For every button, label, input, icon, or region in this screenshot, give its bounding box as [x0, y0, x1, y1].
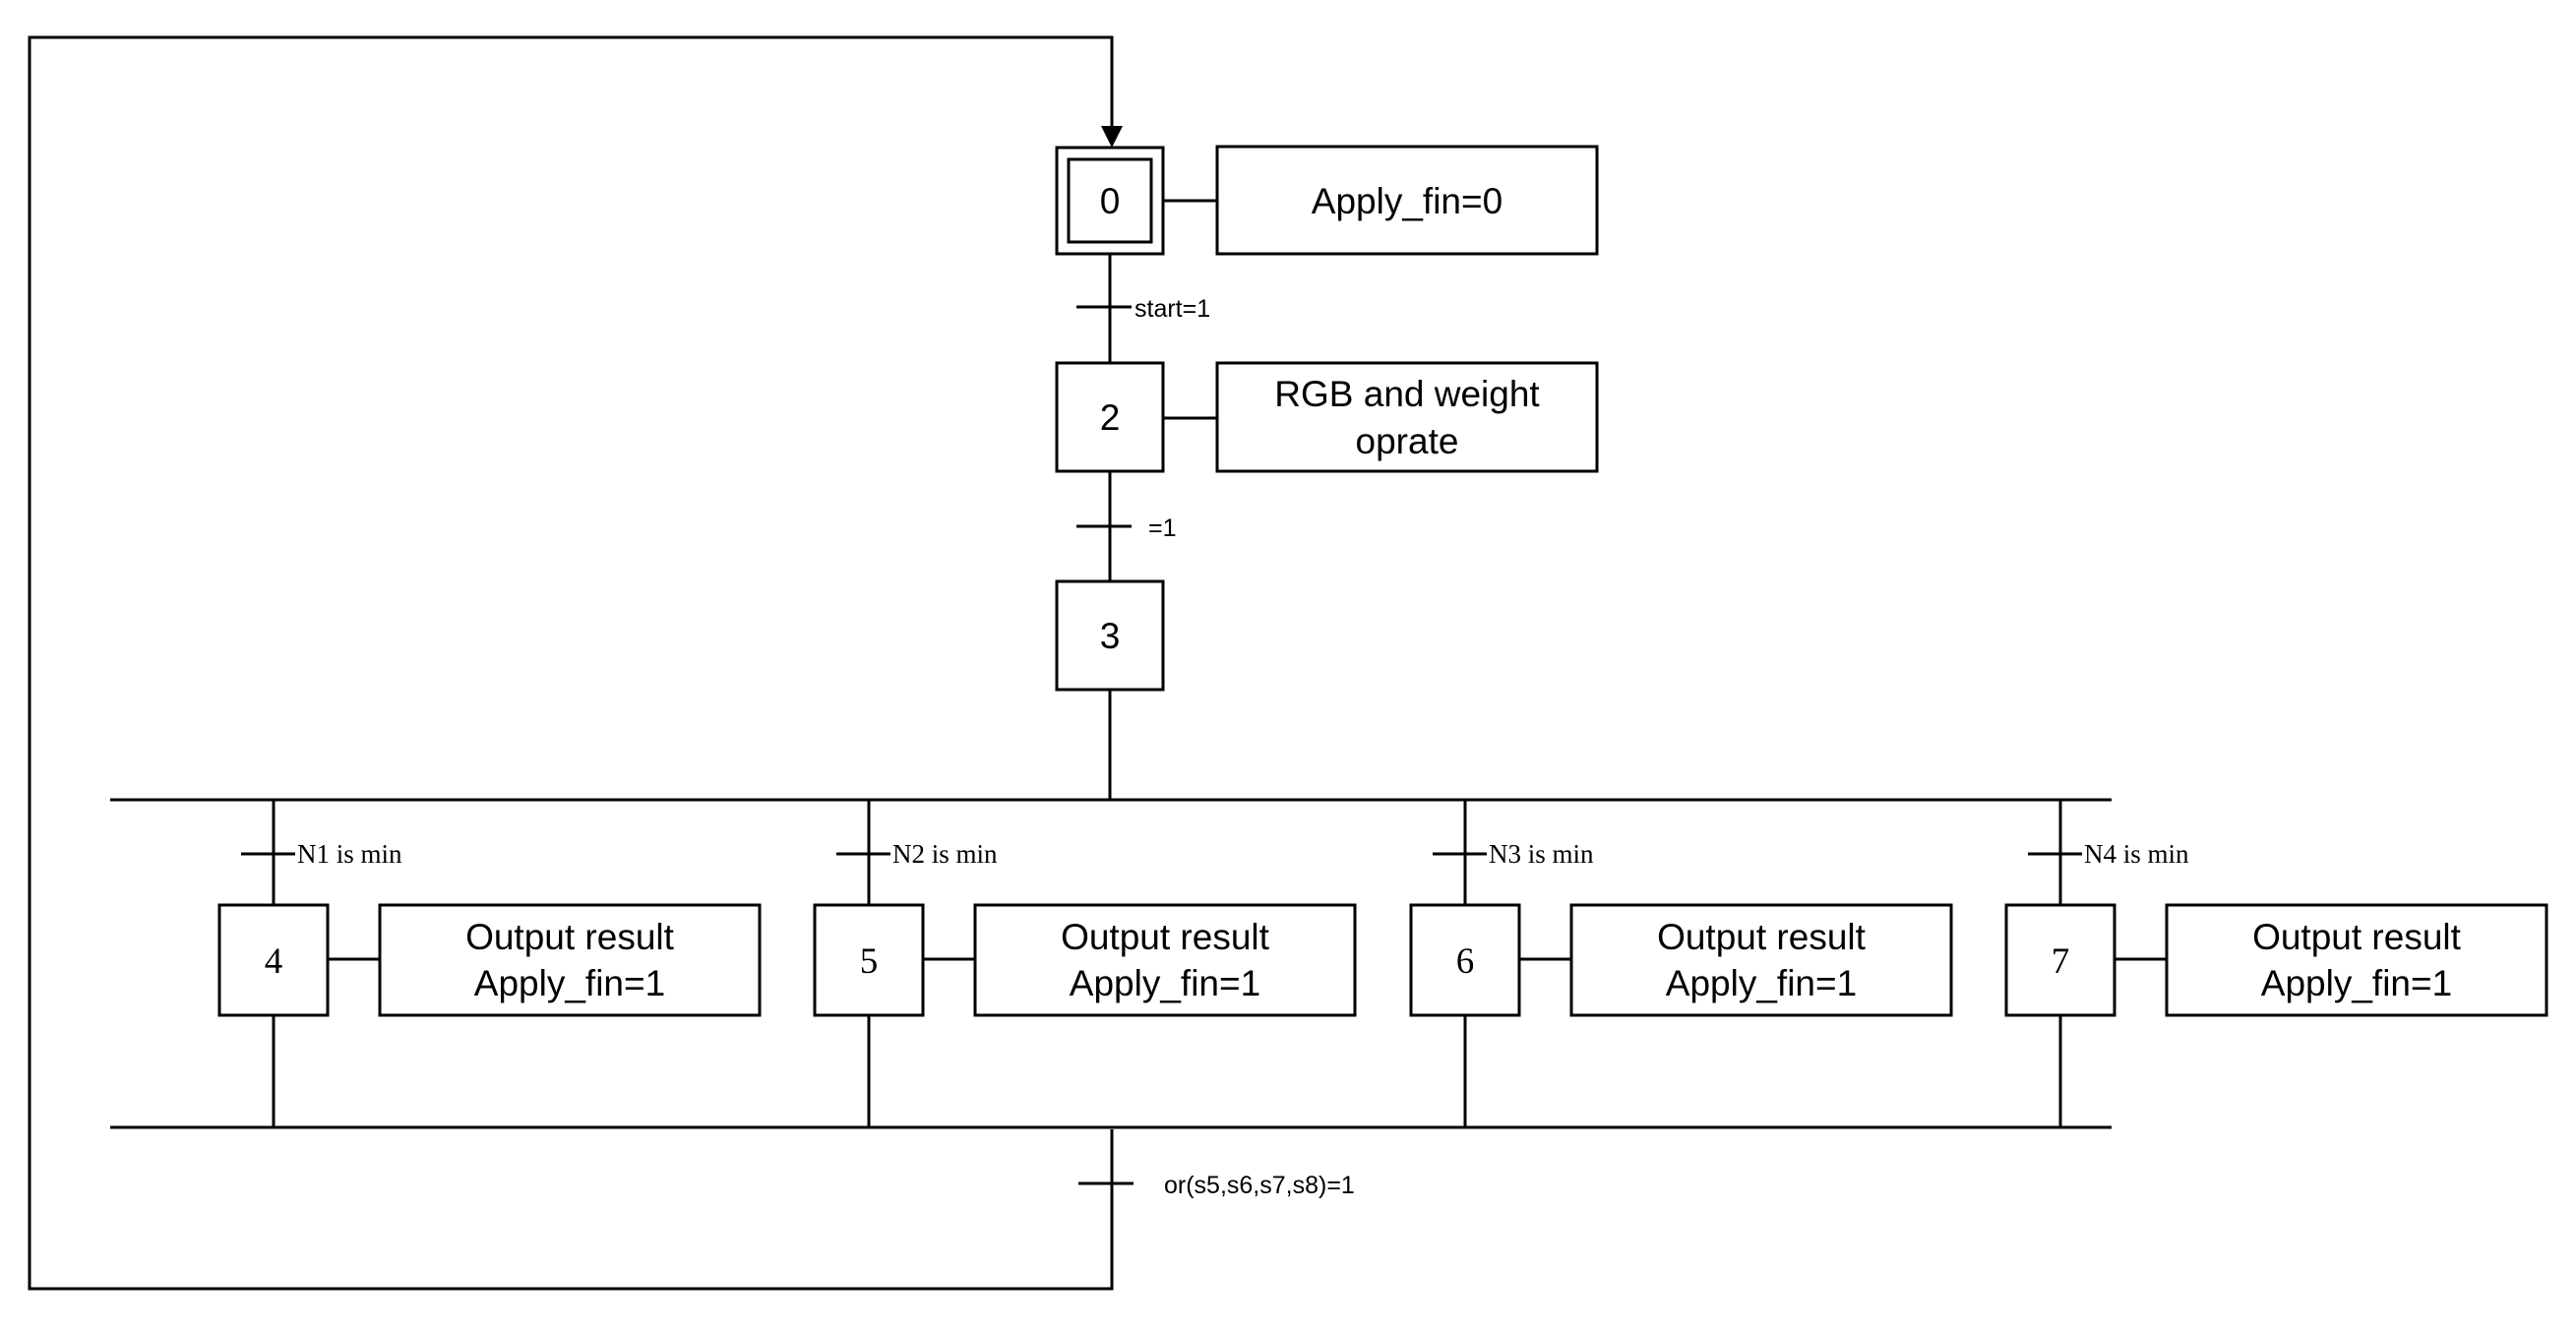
action-5-line1: Output result	[1061, 917, 1270, 957]
step-6	[1409, 903, 1521, 1017]
action-2-line1: RGB and weight	[1274, 374, 1540, 414]
transition-2-3-label: =1	[1148, 514, 1177, 542]
step-0-label: 0	[1100, 181, 1121, 221]
action-5	[973, 903, 1357, 1017]
step-0-initial: 0	[1055, 146, 1165, 256]
action-0: Apply_fin=0	[1215, 145, 1599, 256]
transition-n4-label: N4 is min	[2084, 839, 2189, 869]
step-7-label: 7	[2052, 941, 2070, 982]
step-5	[813, 903, 925, 1017]
action-6	[1569, 903, 1953, 1017]
step-2: 2	[1055, 361, 1165, 473]
step-4-label: 4	[265, 941, 283, 982]
step-2-label: 2	[1100, 397, 1121, 438]
transition-n2-label: N2 is min	[892, 839, 998, 869]
action-2: RGB and weight oprate	[1215, 361, 1599, 473]
action-5-line2: Apply_fin=1	[1070, 963, 1260, 1003]
action-7	[2165, 903, 2548, 1017]
action-0-text: Apply_fin=0	[1312, 181, 1503, 221]
action-4	[378, 903, 762, 1017]
action-4-line2: Apply_fin=1	[474, 963, 665, 1003]
transition-n1-label: N1 is min	[297, 839, 402, 869]
transition-return-label: or(s5,s6,s7,s8)=1	[1164, 1172, 1355, 1199]
action-6-line1: Output result	[1657, 917, 1867, 957]
step-3: 3	[1055, 579, 1165, 692]
branch-n3: N3 is min 6 Output result Apply_fin=1	[1409, 800, 1953, 1127]
branch-n4: N4 is min 7 Output result Apply_fin=1	[2004, 800, 2548, 1127]
branch-n2: N2 is min 5 Output result Apply_fin=1	[813, 800, 1357, 1127]
branch-n1: N1 is min 4 Output result Apply_fin=1	[217, 800, 762, 1127]
action-7-line1: Output result	[2252, 917, 2462, 957]
action-4-line1: Output result	[465, 917, 675, 957]
transition-start-label: start=1	[1135, 295, 1210, 323]
action-2-line2: oprate	[1356, 421, 1459, 461]
action-6-line2: Apply_fin=1	[1666, 963, 1857, 1003]
step-4	[217, 903, 330, 1017]
action-7-line2: Apply_fin=1	[2261, 963, 2452, 1003]
entry-arrow-icon	[1101, 126, 1123, 148]
step-6-label: 6	[1456, 941, 1475, 982]
transition-n3-label: N3 is min	[1489, 839, 1594, 869]
return-loop	[28, 35, 1123, 1291]
step-3-label: 3	[1100, 616, 1121, 656]
step-5-label: 5	[860, 941, 879, 982]
